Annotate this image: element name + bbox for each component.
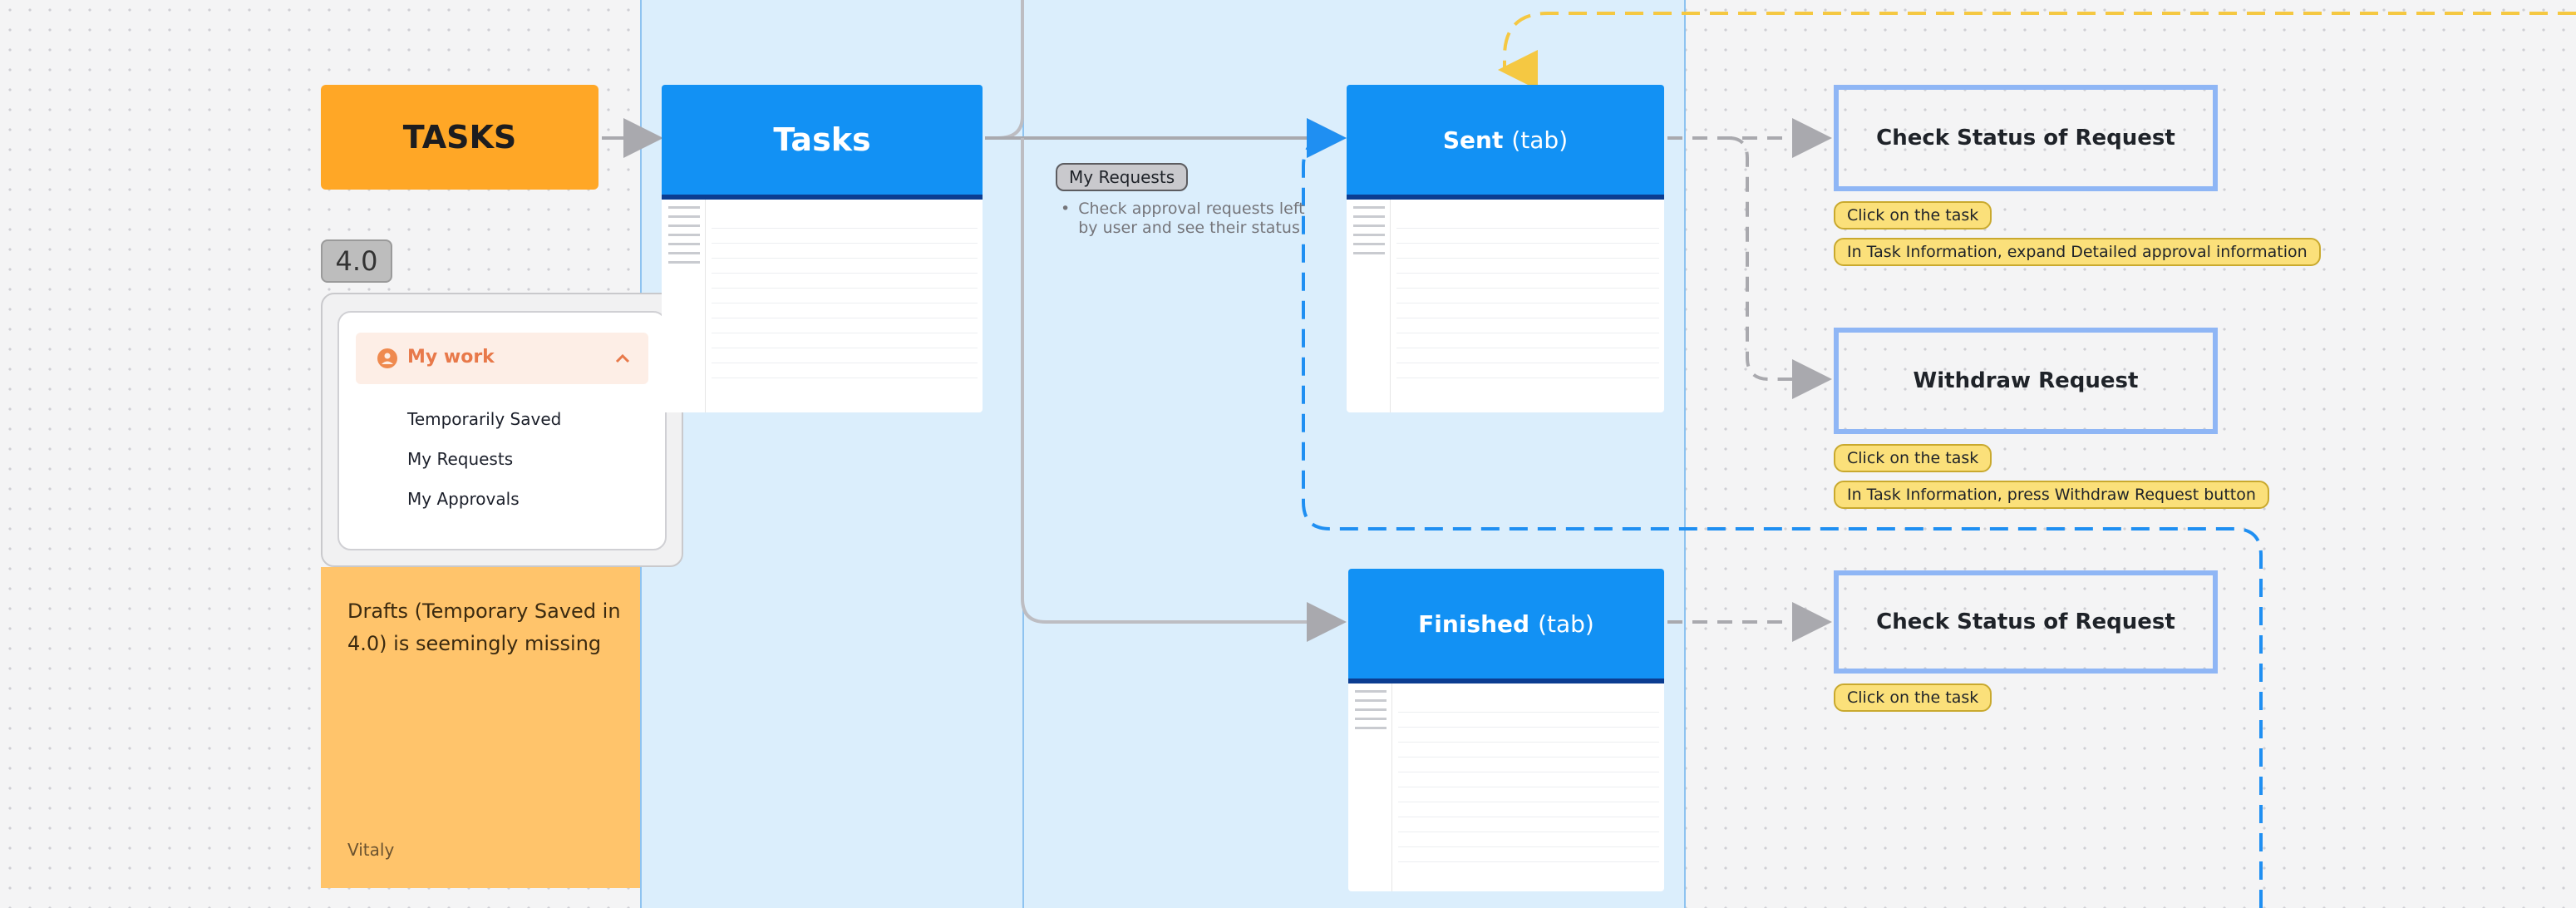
tag-click-task-2: Click on the task: [1834, 444, 1992, 472]
tag-expand-detail: In Task Information, expand Detailed app…: [1834, 238, 2321, 266]
my-requests-bullet: • Check approval requests left by user a…: [1061, 200, 1310, 238]
finished-screenshot-thumbnail: [1348, 679, 1664, 891]
arrow-sent-withdraw: [1728, 136, 1832, 399]
tasks-orange-label: TASKS: [402, 119, 517, 155]
tasks-orange-card[interactable]: TASKS: [321, 85, 598, 190]
finished-card-title: Finished: [1418, 609, 1530, 638]
tag-click-task-3: Click on the task: [1834, 683, 1992, 712]
blue-dashed-loop: [1302, 118, 2263, 908]
withdraw-request-label: Withdraw Request: [1913, 368, 2139, 393]
chevron-up-icon[interactable]: [613, 349, 632, 372]
my-requests-bullet-text: Check approval requests left by user and…: [1078, 200, 1305, 237]
menu-item-temporarily-saved[interactable]: Temporarily Saved: [407, 409, 562, 429]
menu-header-label: My work: [407, 347, 495, 368]
trunk-line: [985, 0, 1024, 140]
check-status-box-1[interactable]: Check Status of Request: [1834, 85, 2218, 191]
sent-card-suffix: (tab): [1511, 126, 1569, 154]
sticky-note-text: Drafts (Temporary Saved in 4.0) is seemi…: [347, 600, 621, 655]
sent-screenshot-thumbnail: [1347, 195, 1664, 412]
check-status-box-2[interactable]: Check Status of Request: [1834, 570, 2218, 674]
menu-header[interactable]: My work: [356, 333, 648, 384]
menu-panel: My work Temporarily Saved My Requests My…: [337, 311, 667, 550]
tag-click-task-1: Click on the task: [1834, 201, 1992, 229]
finished-card-header[interactable]: Finished (tab): [1348, 569, 1664, 679]
tag-press-withdraw: In Task Information, press Withdraw Requ…: [1834, 481, 2269, 509]
user-circle-icon: [377, 348, 397, 368]
my-requests-label: My Requests: [1056, 163, 1189, 191]
check-status-label-1: Check Status of Request: [1876, 126, 2175, 151]
menu-frame-outer: My work Temporarily Saved My Requests My…: [321, 293, 683, 567]
sent-card-header[interactable]: Sent (tab): [1347, 85, 1664, 195]
yellow-dashed-loop: [1498, 12, 2576, 90]
finished-card-suffix: (tab): [1538, 609, 1594, 638]
tasks-screenshot-thumbnail: [662, 195, 983, 412]
sent-card-title: Sent: [1442, 126, 1504, 154]
version-badge: 4.0: [321, 239, 392, 283]
tasks-card-header[interactable]: Tasks: [662, 85, 983, 195]
sticky-note[interactable]: Drafts (Temporary Saved in 4.0) is seemi…: [321, 567, 640, 888]
arrow-to-finished: [1021, 138, 1347, 642]
menu-item-my-approvals[interactable]: My Approvals: [407, 489, 520, 509]
sticky-note-author: Vitaly: [347, 840, 395, 860]
withdraw-request-box[interactable]: Withdraw Request: [1834, 328, 2218, 434]
check-status-label-2: Check Status of Request: [1876, 609, 2175, 634]
bullet-dot: •: [1061, 200, 1071, 218]
menu-item-my-requests[interactable]: My Requests: [407, 449, 514, 469]
version-label: 4.0: [335, 245, 378, 277]
tasks-card-title: Tasks: [773, 121, 871, 158]
